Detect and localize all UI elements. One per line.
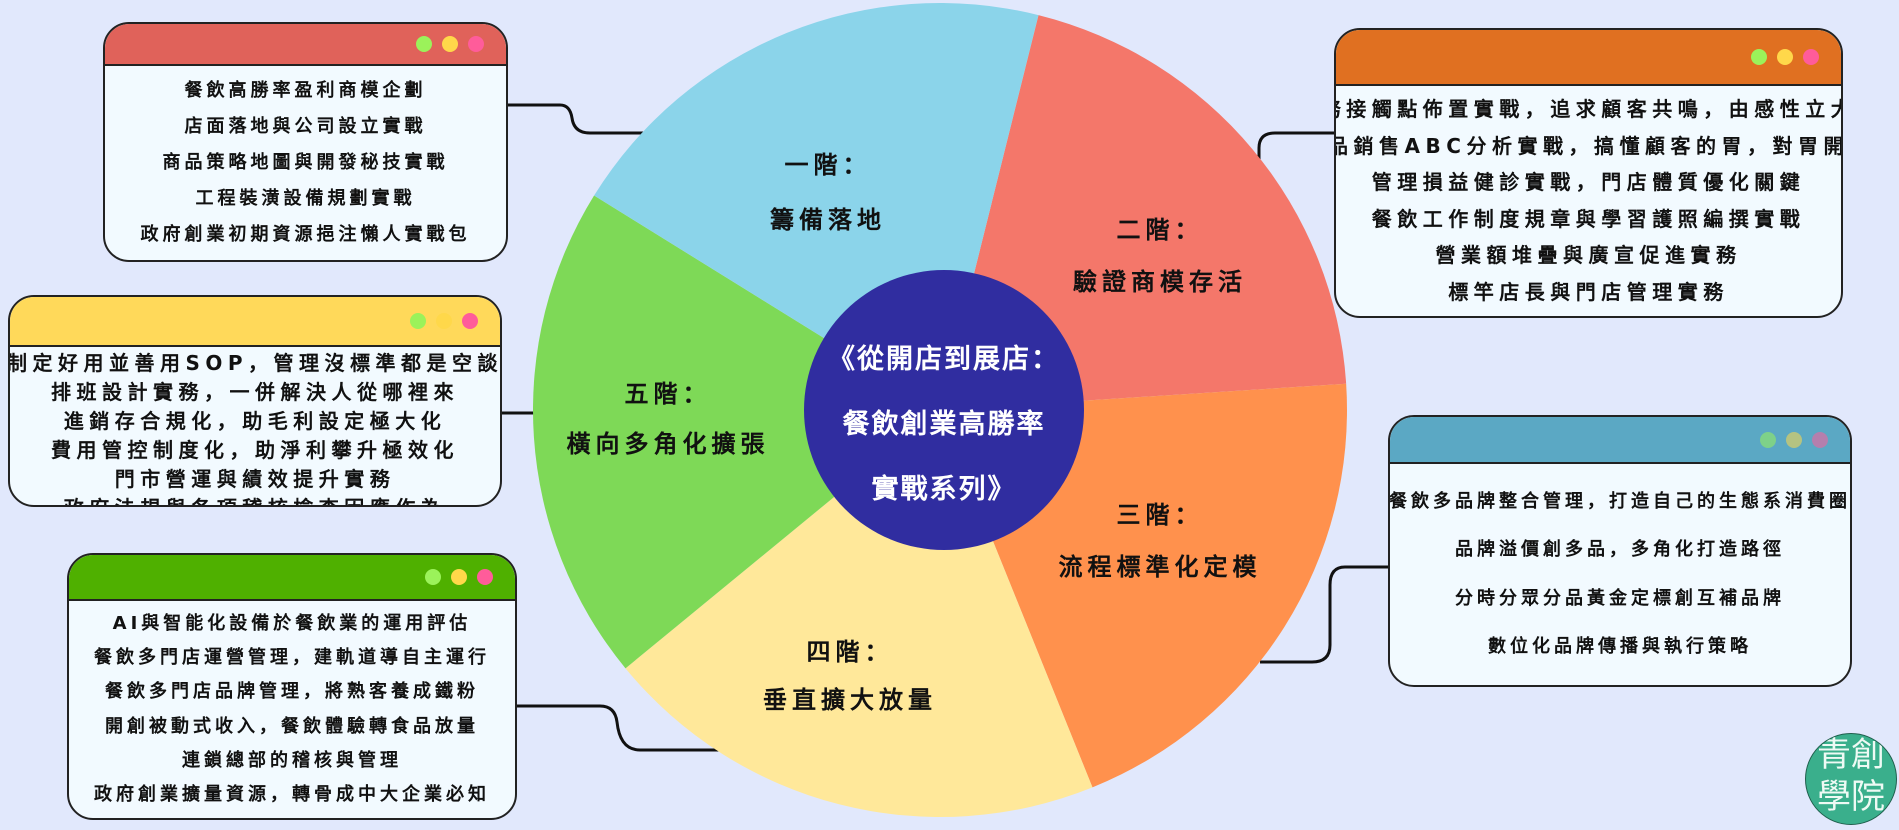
- connector-stage-4: [517, 704, 720, 752]
- connector-stage-2: [1257, 131, 1334, 165]
- center-title-line-2: 餐飲創業高勝率: [842, 409, 1046, 440]
- stage-3-card: 制定好用並善用SOP，管理沒標準都是空談排班設計實務，一併解決人從哪裡來進銷存合…: [8, 295, 502, 507]
- card-item: 進銷存合規化，助毛利設定極大化: [63, 409, 447, 433]
- window-dot-icon: [1812, 431, 1828, 448]
- card-item: 餐飲多品牌整合管理，打造自己的生態系消費圈: [1389, 490, 1851, 512]
- window-dots: [1751, 49, 1819, 65]
- card-header: [1336, 30, 1841, 86]
- connector-stage-3: [1260, 565, 1388, 664]
- window-dots: [416, 36, 484, 52]
- card-item: 數位化品牌傳播與執行策略: [1488, 636, 1752, 658]
- card-item: 品牌溢價創多品，多角化打造路徑: [1455, 539, 1785, 561]
- center-circle: [804, 270, 1084, 550]
- card-item: 排班設計實務，一併解決人從哪裡來: [51, 380, 459, 404]
- stage-1-name: 籌備落地: [770, 206, 886, 234]
- card-header: [1390, 417, 1850, 464]
- stage-3-title: 三階：: [1116, 501, 1204, 529]
- card-item: 餐飲高勝率盈利商模企劃: [184, 80, 427, 101]
- card-header: [69, 555, 515, 601]
- card-header: [10, 297, 500, 347]
- stage-4-name: 垂直擴大放量: [763, 686, 937, 714]
- window-dot-icon: [1760, 431, 1776, 448]
- window-dot-icon: [1803, 49, 1819, 65]
- card-item: 餐飲多門店運營管理，建軌道導自主運行: [94, 647, 490, 669]
- card-item: 政府創業擴量資源，轉骨成中大企業必知: [94, 783, 490, 805]
- card-item: 餐飲工作制度規章與學習護照編撰實戰: [1371, 206, 1806, 231]
- window-dot-icon: [1751, 49, 1767, 65]
- card-item: 制定好用並善用SOP，管理沒標準都是空談: [8, 351, 502, 375]
- card-item: 店面落地與公司設立實戰: [184, 116, 427, 137]
- center-title-line-1: 《從開店到展店：: [828, 344, 1060, 375]
- card-item: 費用管控制度化，助淨利攀升極效化: [51, 438, 459, 462]
- stage-3-name: 流程標準化定模: [1058, 553, 1262, 581]
- window-dot-icon: [468, 36, 484, 52]
- window-dot-icon: [436, 313, 452, 329]
- logo: 青創學院: [1805, 733, 1897, 825]
- card-item: 開創被動式收入，餐飲體驗轉食品放量: [105, 715, 479, 737]
- stage-1-title: 一階：: [784, 151, 872, 179]
- stage-2-title: 二階：: [1116, 216, 1204, 244]
- stage-5-name: 橫向多角化擴張: [566, 430, 770, 458]
- card-item: AI與智能化設備於餐飲業的運用評估: [112, 613, 472, 635]
- card-item: 連鎖總部的稽核與管理: [182, 749, 402, 771]
- center-title-line-3: 實戰系列》: [871, 474, 1017, 505]
- card-header: [105, 24, 506, 66]
- card-item: 標竿店長與門店管理實務: [1448, 279, 1729, 304]
- window-dot-icon: [410, 313, 426, 329]
- slice-stage-4: [533, 195, 940, 669]
- card-item: 營業額堆疊與廣宣促進實務: [1435, 243, 1742, 268]
- card-item: 工程裝潢設備規劃實戰: [195, 188, 416, 209]
- window-dots: [1760, 431, 1828, 448]
- window-dot-icon: [1786, 431, 1802, 448]
- card-item: 餐飲多門店品牌管理，將熟客養成鐵粉: [105, 681, 479, 703]
- window-dot-icon: [477, 569, 493, 585]
- window-dot-icon: [425, 569, 441, 585]
- stage-5-title: 五階：: [624, 380, 712, 408]
- card-item: 分時分眾分品黃金定標創互補品牌: [1455, 587, 1785, 609]
- stage-2-card: 服務接觸點佈置實戰，追求顧客共鳴，由感性立大功商品銷售ABC分析實戰，搞懂顧客的…: [1334, 28, 1843, 318]
- stage-4-title: 四階：: [806, 638, 894, 666]
- stage-4-card: AI與智能化設備於餐飲業的運用評估餐飲多門店運營管理，建軌道導自主運行餐飲多門店…: [67, 553, 517, 820]
- card-item: 政府創業初期資源挹注懶人實戰包: [140, 224, 471, 245]
- window-dot-icon: [416, 36, 432, 52]
- card-item: 政府法規與各項稽核檢查因應作為: [64, 492, 447, 505]
- card-item: 商品銷售ABC分析實戰，搞懂顧客的胃，對胃開菜: [1336, 133, 1841, 158]
- window-dots: [410, 313, 478, 329]
- stage-5-card: 餐飲多品牌整合管理，打造自己的生態系消費圈品牌溢價創多品，多角化打造路徑分時分眾…: [1388, 415, 1852, 687]
- window-dot-icon: [1777, 49, 1793, 65]
- connector-stage-1: [505, 103, 650, 135]
- stage-1-card: 餐飲高勝率盈利商模企劃店面落地與公司設立實戰商品策略地圖與開發秘技實戰工程裝潢設…: [103, 22, 508, 262]
- window-dots: [425, 569, 493, 585]
- window-dot-icon: [442, 36, 458, 52]
- stage-2-name: 驗證商模存活: [1073, 268, 1247, 296]
- card-item: 商品策略地圖與開發秘技實戰: [162, 152, 449, 173]
- card-item: 管理損益健診實戰，門店體質優化關鍵: [1371, 170, 1806, 195]
- card-item: 門市營運與績效提升實務: [114, 467, 396, 491]
- card-item: 服務接觸點佈置實戰，追求顧客共鳴，由感性立大功: [1336, 97, 1841, 122]
- window-dot-icon: [451, 569, 467, 585]
- window-dot-icon: [462, 313, 478, 329]
